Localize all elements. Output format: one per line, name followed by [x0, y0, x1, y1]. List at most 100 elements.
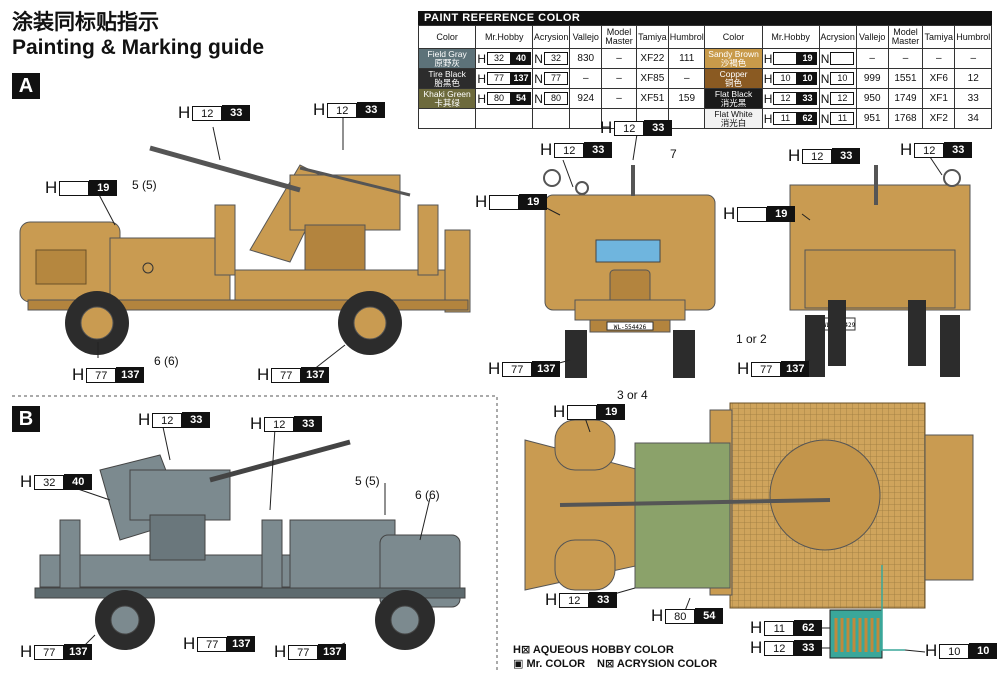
col-mrhobby-2: Mr.Hobby	[761, 25, 820, 49]
paint-reference-table: PAINT REFERENCE COLOR Color Mr.Hobby Acr…	[417, 11, 992, 129]
col-tamiya-2: Tamiya	[922, 25, 956, 49]
paint-name-cn: 沙褐色	[720, 57, 747, 68]
page-title-cn: 涂装同标贴指示	[12, 10, 159, 34]
vehicle-b-side-view	[34, 439, 466, 650]
legend-mr-color: ▣ Mr. COLOR	[513, 658, 586, 670]
col-humbrol-2: Humbrol	[954, 25, 992, 49]
vehicle-a-side-view	[19, 145, 471, 355]
col-modelmaster-2: Model Master	[887, 25, 924, 49]
paint-name-cn: 卡其绿	[434, 97, 460, 108]
paint-humbrol: 34	[954, 108, 992, 129]
col-color-2: Color	[704, 25, 763, 49]
paint-tamiya: XF2	[922, 108, 956, 129]
paint-mm: 1749	[887, 88, 924, 109]
marking-6-b: 6 (6)	[415, 488, 440, 502]
paint-tamiya: –	[922, 48, 956, 69]
marking-7: 7	[670, 147, 677, 161]
paint-name-en: Field Gray	[427, 48, 467, 59]
paint-name-en: Sandy Brown	[708, 48, 759, 59]
section-a-label: A	[12, 73, 40, 99]
marking-1-or-2: 1 or 2	[736, 332, 767, 346]
marking-5-a: 5 (5)	[132, 178, 157, 192]
paint-mm: 1551	[887, 68, 924, 89]
paint-humbrol: –	[954, 48, 992, 69]
paint-name-en: Tire Black	[428, 68, 466, 79]
swatch-left-3	[417, 108, 477, 129]
paint-name-en: Flat White	[714, 108, 753, 119]
paint-mm: 1768	[887, 108, 924, 129]
vehicle-top-view	[524, 402, 974, 659]
page-title-en: Painting & Marking guide	[12, 36, 265, 59]
paint-table-title: PAINT REFERENCE COLOR	[418, 11, 992, 25]
paint-name-en: Khaki Green	[423, 88, 471, 99]
paint-name-cn: 铜色	[725, 77, 743, 88]
paint-name-cn: 胎黑色	[434, 77, 460, 88]
marking-6-a: 6 (6)	[154, 354, 179, 368]
legend-acrysion: N⊠ ACRYSION COLOR	[597, 658, 718, 670]
col-modelmaster: Model Master	[601, 25, 637, 49]
col-humbrol: Humbrol	[667, 25, 706, 49]
paint-name-cn: 消光白	[720, 117, 747, 128]
paint-name-en: Copper	[719, 68, 748, 79]
paint-humbrol	[667, 108, 706, 129]
section-b-label: B	[12, 406, 40, 432]
marking-3-or-4: 3 or 4	[617, 388, 648, 402]
legend-aqueous: H⊠ AQUEOUS HOBBY COLOR	[513, 644, 674, 656]
paint-name-en: Flat Black	[714, 88, 753, 99]
vehicle-a-rear-view: WL 554429	[789, 165, 971, 377]
section-divider	[12, 395, 498, 672]
front-plate-text: WL-554426	[614, 324, 647, 331]
paint-humbrol: 12	[954, 68, 992, 89]
marking-5-b: 5 (5)	[355, 474, 380, 488]
paint-name-cn: 消光黑	[720, 97, 747, 108]
col-acrysion: Acrysion	[532, 25, 571, 49]
paint-name-cn: 原野灰	[434, 57, 460, 68]
vehicle-a-front-view: WL-554426	[543, 165, 716, 378]
